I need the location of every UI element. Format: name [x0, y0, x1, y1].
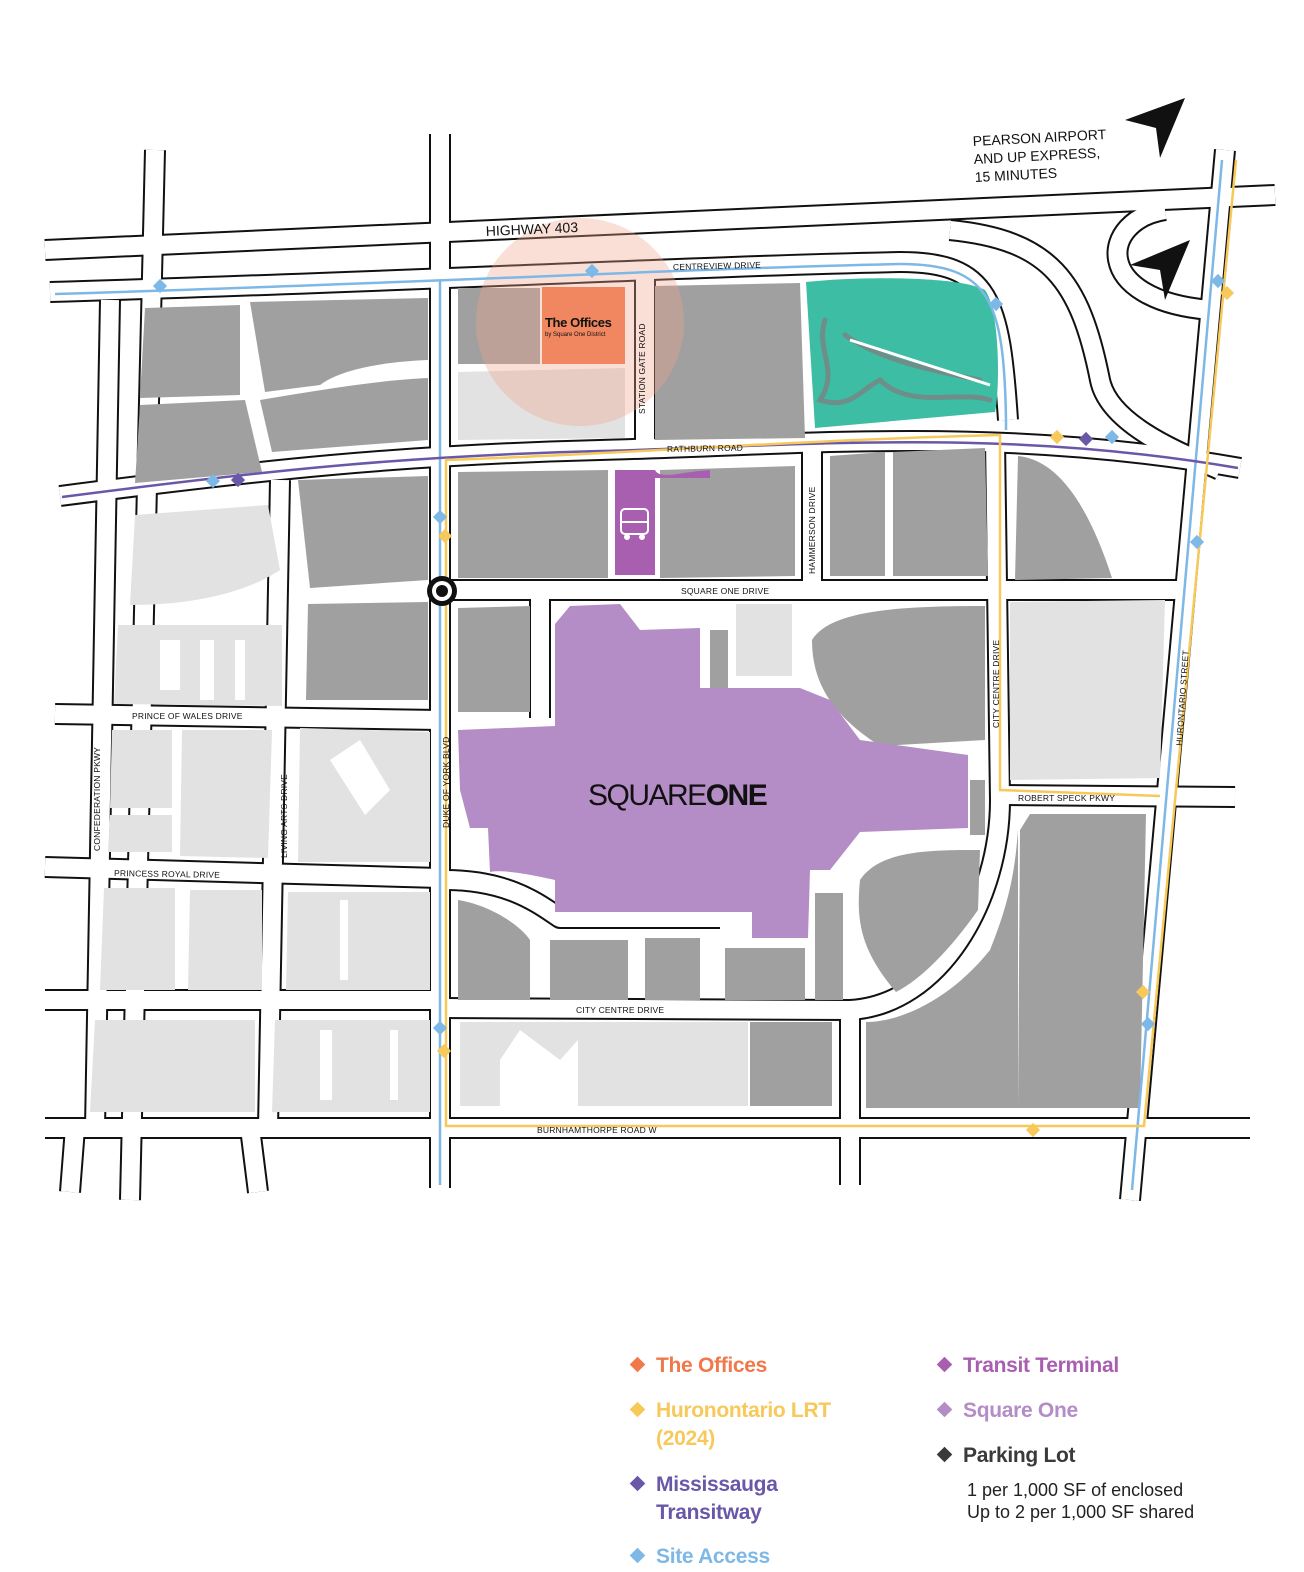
legend-item-lrt: Huronontario LRT (2024) — [628, 1397, 858, 1453]
offices-diamond-icon — [629, 1356, 646, 1373]
offices-subtitle: by Square One District — [545, 332, 606, 338]
bus-icon — [620, 508, 649, 540]
park — [806, 278, 998, 428]
dark-blocks — [135, 283, 1146, 1108]
offices-title: The Offices — [545, 315, 612, 330]
airport-label-line-3: 15 MINUTES — [974, 165, 1057, 185]
living-arts-drive-label: LIVING ARTS DRIVE — [279, 774, 289, 858]
offices-highlight-circle — [476, 218, 684, 426]
confederation-pkwy-label: CONFEDERATION PKWY — [92, 747, 102, 851]
lrt-line — [444, 159, 1238, 1128]
city-centre-drive-vertical-label: CITY CENTRE DRIVE — [991, 640, 1001, 728]
legend-parking-label: Parking Lot — [963, 1444, 1076, 1467]
site-map: The Offices by Square One District SQUAR… — [44, 98, 1276, 1201]
legend-item-terminal: Transit Terminal — [935, 1352, 1119, 1380]
north-arrow-icon-2 — [1130, 240, 1190, 300]
map-legend: The Offices Huronontario LRT (2024) Miss… — [628, 1350, 1268, 1572]
parking-note-enclosed: 1 per 1,000 SF of enclosed — [967, 1480, 1184, 1500]
legend-transitway-label: Mississauga Transitway — [656, 1473, 778, 1524]
princess-royal-drive-label: PRINCESS ROYAL DRIVE — [114, 868, 220, 880]
station-gate-road-label: STATION GATE ROAD — [637, 323, 647, 414]
legend-offices-label: The Offices — [656, 1354, 768, 1377]
city-centre-drive-label: CITY CENTRE DRIVE — [576, 1005, 664, 1015]
transitway-markers — [230, 431, 1094, 488]
site-access-markers — [152, 263, 1226, 1036]
square-one-label-bold: ONE — [706, 779, 767, 812]
square-one-mall[interactable] — [458, 604, 968, 938]
site-access-diamond-icon — [629, 1547, 646, 1564]
legend-square-one-label: Square One — [963, 1399, 1078, 1422]
lrt-station-icon[interactable] — [427, 576, 457, 606]
legend-item-transitway: Mississauga Transitway — [628, 1471, 808, 1527]
north-arrow-icon — [1125, 98, 1185, 158]
legend-item-offices: The Offices — [628, 1352, 767, 1380]
transit-terminal[interactable] — [615, 470, 710, 575]
square-one-diamond-icon — [936, 1401, 953, 1418]
lrt-markers — [436, 285, 1235, 1138]
burnhamthorpe-road-label: BURNHAMTHORPE ROAD W — [537, 1125, 657, 1135]
duke-of-york-blvd-label: DUKE OF YORK BLVD — [441, 737, 451, 828]
robert-speck-pkwy-label: ROBERT SPECK PKWY — [1018, 793, 1115, 803]
square-one-label: SQUAREONE — [588, 779, 767, 812]
legend-item-square-one: Square One — [935, 1397, 1078, 1425]
airport-label-line-1: PEARSON AIRPORT — [972, 126, 1107, 149]
transitway-diamond-icon — [629, 1475, 646, 1492]
hammerson-drive-label: HAMMERSON DRIVE — [807, 486, 817, 574]
lrt-diamond-icon — [629, 1401, 646, 1418]
offices-building[interactable] — [542, 287, 625, 364]
prince-of-wales-drive-label: PRINCE OF WALES DRIVE — [132, 711, 243, 721]
parking-note-shared: Up to 2 per 1,000 SF shared — [967, 1502, 1195, 1522]
legend-item-parking: Parking Lot — [935, 1442, 1076, 1470]
legend-terminal-label: Transit Terminal — [963, 1354, 1119, 1377]
legend-item-site-access: Site Access — [628, 1543, 770, 1571]
square-one-drive-label: SQUARE ONE DRIVE — [681, 586, 769, 596]
square-one-label-light: SQUARE — [588, 779, 706, 812]
transitway-line — [61, 441, 1239, 499]
airport-label-line-2: AND UP EXPRESS, — [973, 144, 1100, 167]
rathburn-road-label: RATHBURN ROAD — [667, 443, 743, 454]
legend-lrt-label: Huronontario LRT (2024) — [656, 1399, 831, 1450]
block-details — [160, 640, 578, 1106]
highway-403-label: HIGHWAY 403 — [485, 219, 578, 239]
offices-building-gray — [458, 288, 540, 364]
terminal-diamond-icon — [936, 1356, 953, 1373]
park-divider — [849, 338, 991, 387]
legend-site-access-label: Site Access — [656, 1545, 770, 1568]
parking-diamond-icon — [936, 1446, 953, 1463]
centreview-drive-label: CENTREVIEW DRIVE — [673, 260, 762, 272]
